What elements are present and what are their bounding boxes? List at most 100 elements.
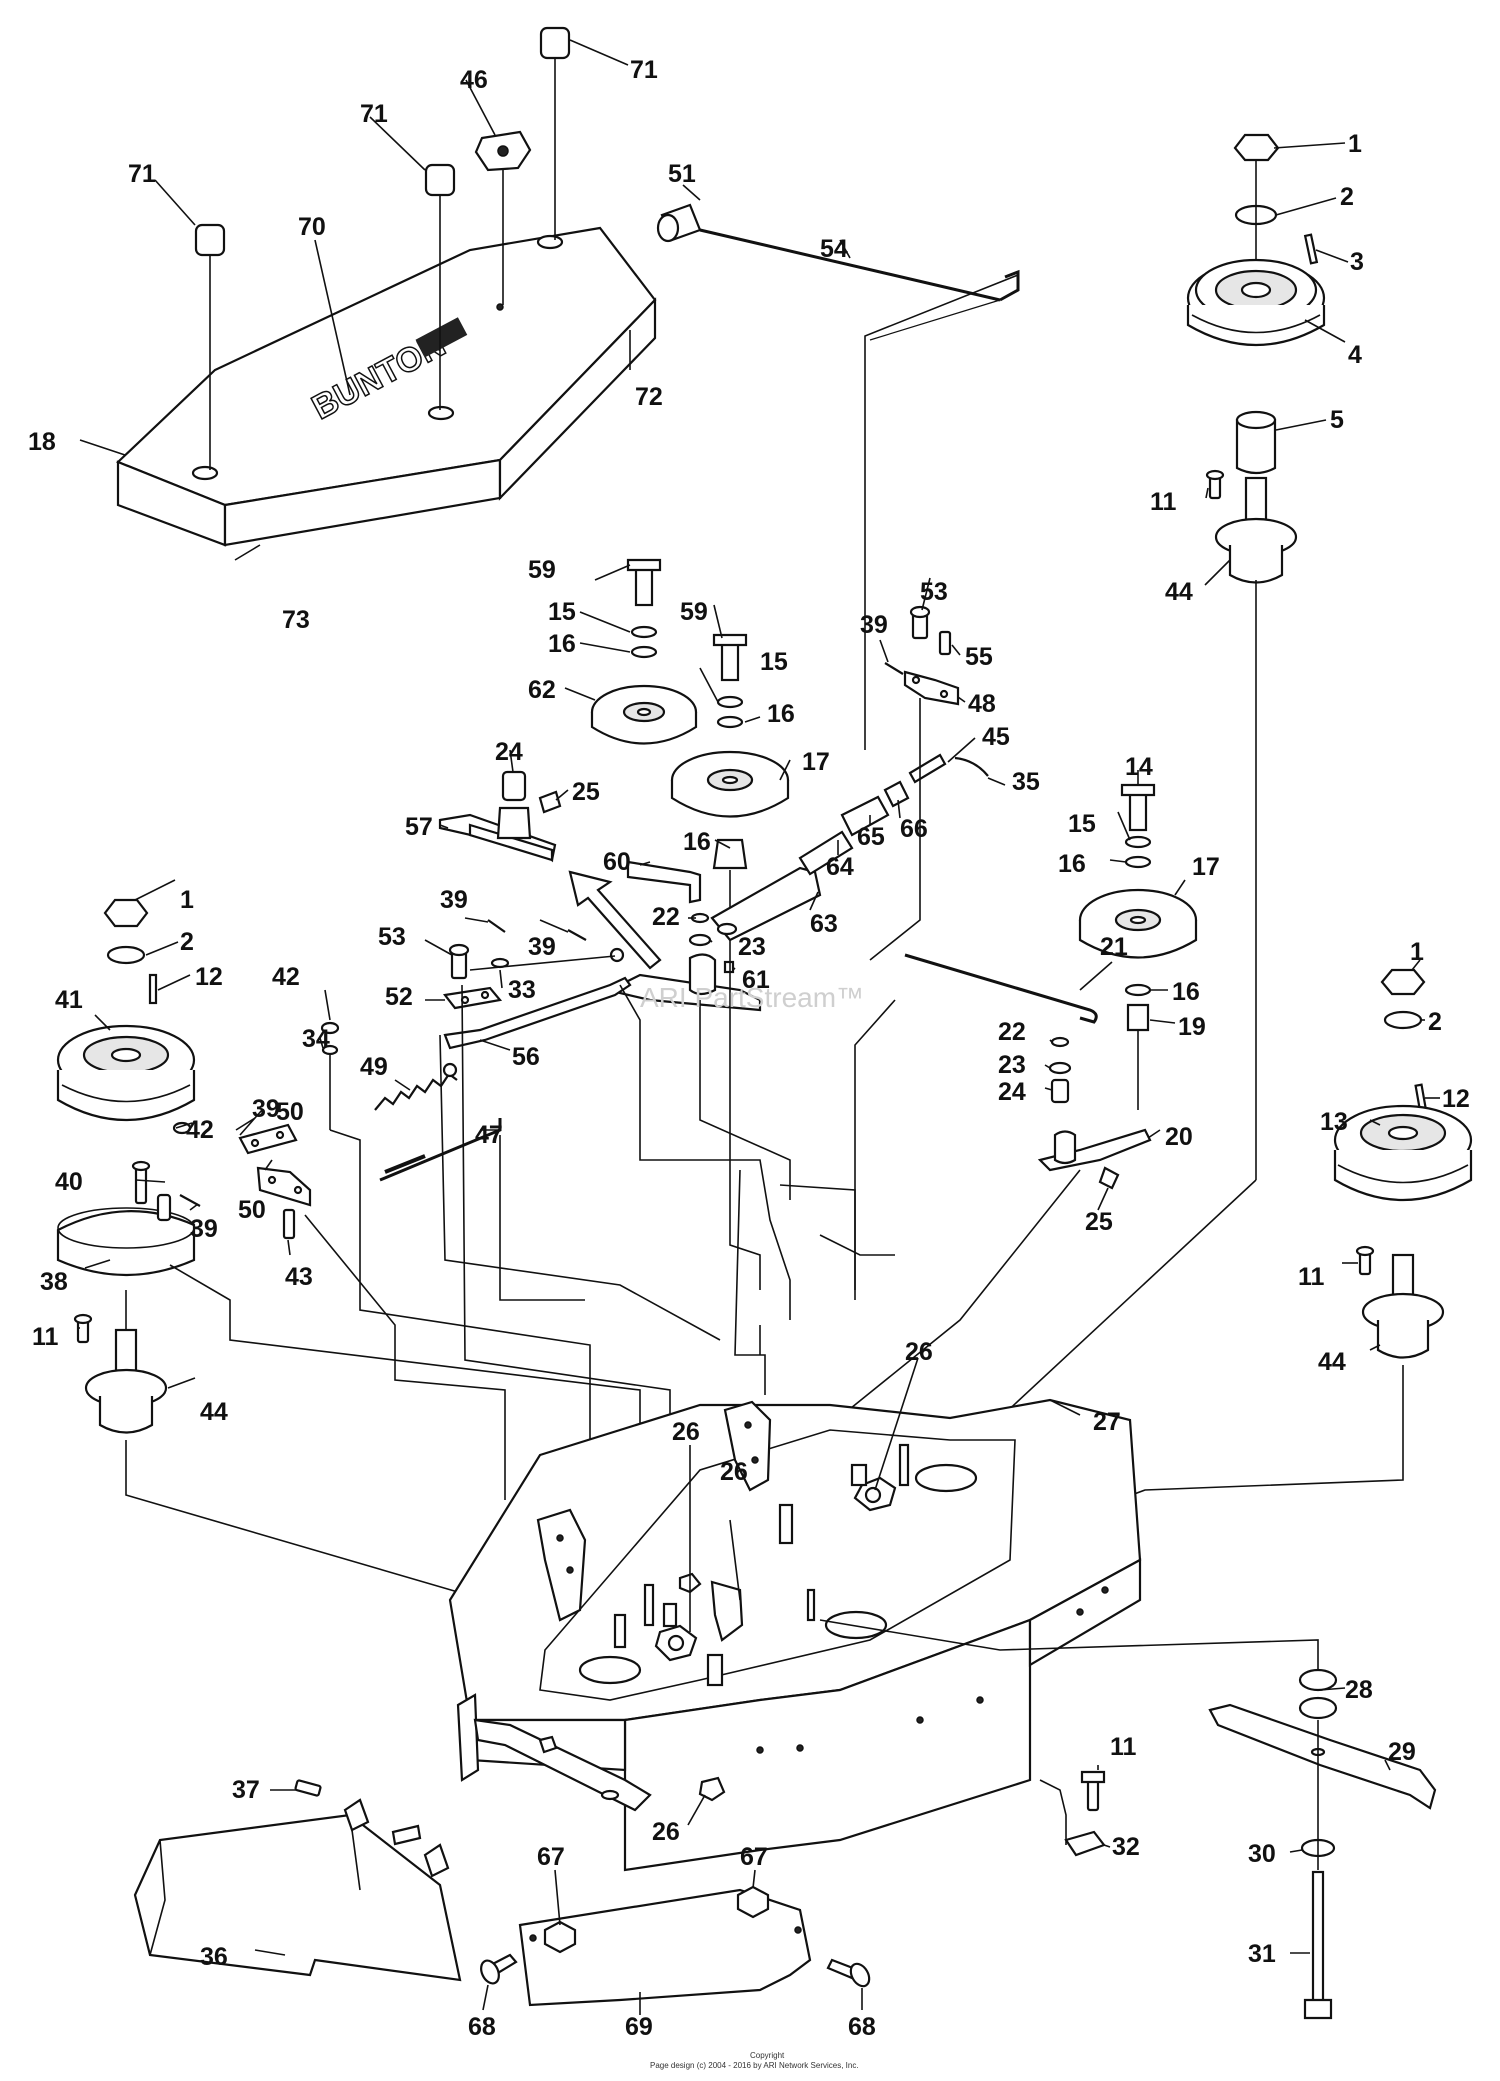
callout-label: 15 xyxy=(548,598,576,626)
callout-label: 53 xyxy=(920,578,948,606)
deck-skirt-front xyxy=(623,1618,1032,1872)
deck-inner-rim xyxy=(539,1429,1016,1701)
callout-label: 45 xyxy=(982,723,1010,751)
idler-rod-assembly xyxy=(656,203,1020,750)
callout-label: 44 xyxy=(1165,578,1193,606)
callout-label: 39 xyxy=(440,886,468,914)
callout-label: 1 xyxy=(180,886,194,914)
key-3 xyxy=(1303,233,1319,265)
callout-label: 46 xyxy=(460,66,488,94)
callout-label: 71 xyxy=(128,160,156,188)
callout-label: 59 xyxy=(528,556,556,584)
callout-label: 26 xyxy=(905,1338,933,1366)
callout-label: 17 xyxy=(1192,853,1220,881)
spring-49 xyxy=(374,1062,458,1111)
stud xyxy=(706,1653,724,1687)
callout-label: 5 xyxy=(1330,406,1344,434)
clip-42 xyxy=(320,1021,340,1035)
spindle-hole-left xyxy=(578,1655,642,1685)
callout-label: 16 xyxy=(1058,850,1086,878)
bumper-71-top xyxy=(539,26,571,240)
callout-label: 52 xyxy=(385,983,413,1011)
callout-label: 44 xyxy=(200,1398,228,1426)
chute-bracket-right xyxy=(423,1843,450,1878)
bracket-48 xyxy=(903,670,960,706)
callout-label: 56 xyxy=(512,1043,540,1071)
pin-39-a xyxy=(487,919,506,933)
callout-label: 27 xyxy=(1093,1408,1121,1436)
callout-label: 26 xyxy=(652,1818,680,1846)
idler-arm-57 xyxy=(438,770,562,863)
callout-label: 23 xyxy=(998,1051,1026,1079)
callout-label: 16 xyxy=(767,700,795,728)
key-12-left xyxy=(148,973,158,1005)
bumper-71-mid xyxy=(424,163,456,410)
callout-label: 69 xyxy=(625,2013,653,2041)
belt-cover-group: BUNTON xyxy=(115,26,657,547)
callout-label: 32 xyxy=(1112,1833,1140,1861)
idler-pulley-62 xyxy=(590,558,698,745)
bolt-43 xyxy=(282,1208,296,1240)
callout-label: 39 xyxy=(860,611,888,639)
copyright-line1: Copyright xyxy=(750,2051,785,2060)
callout-label: 42 xyxy=(272,963,300,991)
callout-label: 17 xyxy=(802,748,830,776)
cover-hole xyxy=(536,234,564,250)
callout-label: 39 xyxy=(252,1095,280,1123)
callout-label: 71 xyxy=(360,100,388,128)
washer-23 xyxy=(688,933,712,947)
baffle-69 xyxy=(480,1885,871,2007)
direction-arrow xyxy=(568,870,662,970)
callout-label: 13 xyxy=(1320,1108,1348,1136)
nut-1-left xyxy=(103,898,149,928)
copyright-line2: Page design (c) 2004 - 2016 by ARI Netwo… xyxy=(650,2061,859,2070)
callout-label: 1 xyxy=(1410,938,1424,966)
callout-label: 67 xyxy=(537,1843,565,1871)
grease-fitting-25 xyxy=(538,790,562,814)
callout-label: 3 xyxy=(1350,248,1364,276)
callout-label: 41 xyxy=(55,986,83,1014)
callout-label: 39 xyxy=(528,933,556,961)
callout-label: 39 xyxy=(190,1215,218,1243)
right-spindle-assembly xyxy=(959,133,1326,1456)
deck-upright-mid xyxy=(723,1400,772,1492)
callout-label: 11 xyxy=(32,1323,59,1351)
spindle-hole-right xyxy=(914,1463,978,1493)
washer-2-right xyxy=(1383,1010,1423,1030)
star-washer-26-left xyxy=(654,1602,698,1662)
callout-label: 44 xyxy=(1318,1348,1346,1376)
spring-64 xyxy=(798,830,854,876)
callout-label: 63 xyxy=(810,910,838,938)
pin-35 xyxy=(954,756,989,777)
tension-arm-63 xyxy=(710,605,989,961)
stud xyxy=(778,1503,794,1545)
knob-46 xyxy=(474,130,532,305)
mower-deck-27 xyxy=(448,1398,1142,1872)
callout-label: 14 xyxy=(1125,753,1153,781)
cover-hole xyxy=(191,465,219,481)
pin-39-b xyxy=(567,929,587,941)
clip-22-right xyxy=(1050,1036,1070,1048)
adjuster-65 xyxy=(840,795,890,837)
right-deck-spindle xyxy=(1009,968,1473,1541)
callout-label: 2 xyxy=(1340,183,1354,211)
callout-label: 30 xyxy=(1248,1840,1276,1868)
stud xyxy=(898,1443,910,1487)
stud xyxy=(613,1613,627,1649)
callout-label: 31 xyxy=(1248,1940,1276,1968)
assembly-leader-lines xyxy=(169,960,896,1510)
callout-label: 16 xyxy=(683,828,711,856)
callout-label: 49 xyxy=(360,1053,388,1081)
callout-label: 11 xyxy=(1150,488,1177,516)
clip-32 xyxy=(1064,1830,1106,1857)
chute-bracket-left xyxy=(343,1798,370,1832)
callout-label: 47 xyxy=(475,1121,503,1149)
bracket-50-upper xyxy=(238,1123,298,1155)
bolt-37 xyxy=(294,1779,322,1797)
callout-label: 67 xyxy=(740,1843,768,1871)
callout-label: 36 xyxy=(200,1943,228,1971)
callout-label: 21 xyxy=(1100,933,1128,961)
callout-label: 72 xyxy=(635,383,663,411)
nut-66 xyxy=(883,780,910,808)
